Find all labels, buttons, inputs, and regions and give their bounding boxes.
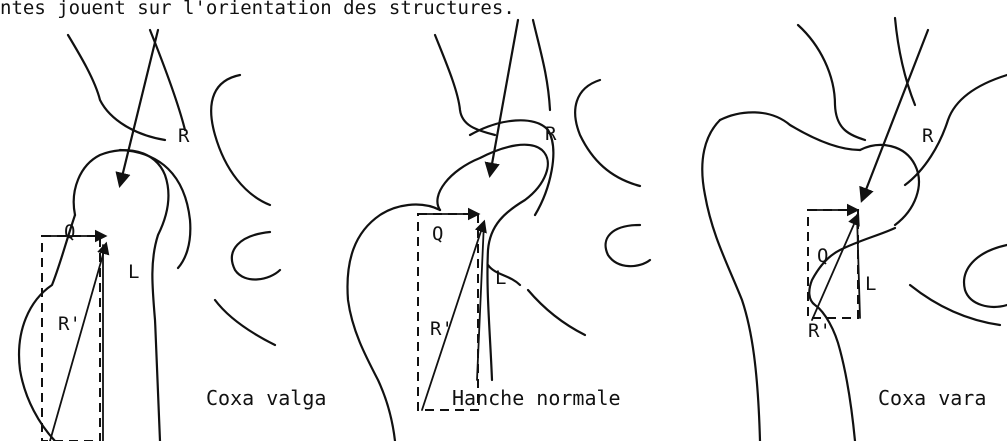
femur-greater-trochanter	[720, 112, 860, 150]
femur-neck	[437, 145, 547, 380]
force-arrow-r	[490, 20, 518, 175]
label-r: R	[178, 125, 190, 147]
ischium-curve	[528, 290, 585, 335]
pelvis-outline	[435, 35, 495, 135]
resultant-r-prime	[50, 244, 106, 441]
obturator-curve-lower	[232, 232, 280, 279]
label-r: R	[922, 125, 934, 147]
ischium-curve	[215, 300, 275, 345]
acetabulum-arc	[470, 120, 553, 215]
obturator-curve-upper	[905, 75, 1007, 185]
label-l: L	[865, 273, 876, 295]
label-l: L	[128, 261, 139, 283]
femur-outline	[74, 150, 169, 441]
label-r: R	[545, 123, 557, 145]
panel-coxa-vara: R Q L R' Coxa vara	[702, 18, 1007, 441]
force-parallelogram	[808, 210, 858, 318]
pelvis-outline	[798, 25, 865, 140]
label-q: Q	[432, 223, 443, 245]
label-r-prime: R'	[58, 313, 81, 335]
obturator-curve-lower	[606, 225, 650, 266]
force-arrow-r	[120, 30, 158, 185]
pelvis-outline	[68, 35, 165, 140]
femur-outline-left	[347, 205, 440, 441]
force-parallelogram	[418, 214, 478, 410]
caption-hanche-normale: Hanche normale	[452, 386, 621, 410]
obturator-curve-upper	[211, 75, 270, 205]
label-r-prime: R'	[808, 320, 831, 342]
resultant-r-prime	[422, 222, 484, 410]
label-q: Q	[817, 245, 828, 267]
caption-coxa-vara: Coxa vara	[878, 386, 986, 410]
pelvis-outline-right	[533, 20, 550, 110]
femur-outline-left	[702, 120, 760, 441]
header-text: ntes jouent sur l'orientation des struct…	[0, 0, 515, 19]
label-r-prime: R'	[430, 318, 453, 340]
ischium-curve	[910, 285, 1000, 325]
label-l: L	[495, 267, 506, 289]
label-q: Q	[64, 221, 75, 243]
force-parallelogram	[42, 236, 100, 441]
panel-coxa-valga: R Q L R' Coxa valga	[19, 30, 326, 441]
caption-coxa-valga: Coxa valga	[206, 386, 326, 410]
obturator-curve-lower	[964, 245, 1007, 307]
obturator-curve-upper	[575, 80, 640, 186]
panel-hanche-normale: R Q L R' Hanche normale	[347, 20, 650, 441]
